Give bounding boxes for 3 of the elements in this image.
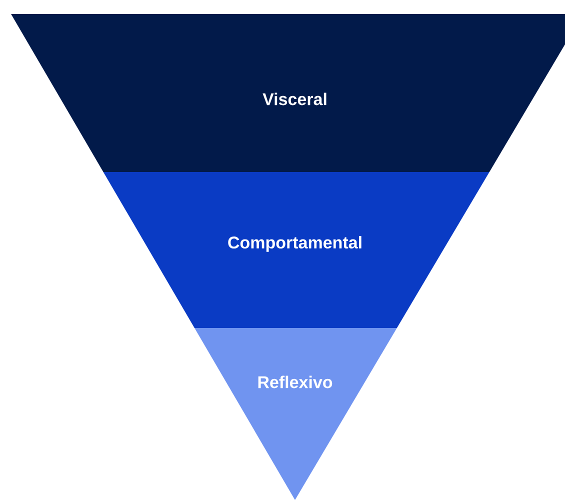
funnel-band: Reflexivo bbox=[194, 328, 397, 500]
funnel-band: Visceral bbox=[11, 14, 565, 172]
funnel-band: Comportamental bbox=[103, 172, 490, 328]
